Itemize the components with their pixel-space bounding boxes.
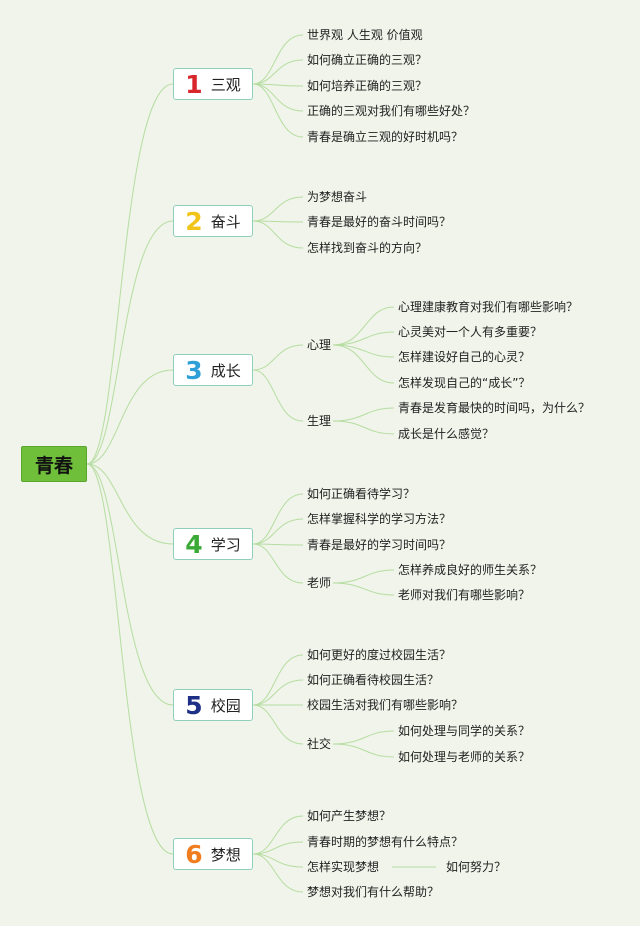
branch-link-6-4 [252,853,304,893]
leaf-3-2-2: 成长是什么感觉？ [398,427,495,441]
sub-link-2-1 [332,407,395,422]
leaf-6-2: 青春时期的梦想有什么特点？ [307,835,464,849]
leaf-1-2: 如何确立正确的三观？ [307,53,428,67]
leaf-4-3: 青春是最好的学习时间吗？ [307,538,452,552]
sub-link-3-2 [332,582,395,596]
leaf-3-2-1: 青春是发育最快的时间吗，为什么？ [398,401,591,415]
root-node[interactable]: 青春 [21,446,87,482]
leaf-6-3: 怎样实现梦想 [307,860,380,874]
leaf-3-1-1: 心理建康教育对我们有哪些影响？ [398,300,579,314]
branch-link-6-2 [252,841,304,855]
branch-label-3: 成长 [210,361,241,380]
branch-link-4-2 [252,518,304,545]
branch-number-2: 2 [185,206,203,236]
branch-label-6: 梦想 [210,845,241,864]
sub-link-1-4 [332,344,395,384]
leaf-1-5: 青春是确立三观的好时机吗？ [307,130,464,144]
sub-link-1-3 [332,344,395,358]
leaf-5-3: 校园生活对我们有哪些影响？ [307,698,464,712]
leaf-1-3: 如何培养正确的三观？ [307,79,428,93]
root-link-4 [86,463,174,545]
branch-node-6[interactable]: 6 梦想 [173,838,253,870]
branch-label-5: 校园 [210,696,241,715]
branch-link-5-4 [252,704,304,745]
branch-label-2: 奋斗 [210,212,241,231]
branch-link-5-1 [252,654,304,706]
branch-node-2[interactable]: 2 奋斗 [173,205,253,237]
leaf-2-2: 青春是最好的奋斗时间吗？ [307,215,452,229]
branch-link-1-2 [252,59,304,85]
branch-link-3-1 [252,344,304,371]
leaf-3-1-2: 心灵美对一个人有多重要？ [398,325,543,339]
branch-node-1[interactable]: 1 三观 [173,68,253,100]
root-link-1 [86,83,174,465]
leaf-4-2: 怎样掌握科学的学习方法？ [307,512,452,526]
branch-link-1-1 [252,34,304,85]
leaf-5-1: 如何更好的度过校园生活？ [307,648,452,662]
sub-link-2-2 [332,420,395,435]
leaf-6-1: 如何产生梦想？ [307,809,392,823]
leaf-1-1: 世界观 人生观 价值观 [307,28,423,42]
leaf-6-4: 梦想对我们有什么帮助？ [307,885,440,899]
branch-number-4: 4 [185,529,203,559]
root-link-2 [86,220,174,465]
branch-link-4-1 [252,493,304,545]
leaf-2-1: 为梦想奋斗 [307,190,368,204]
leaf-4-4-1: 怎样养成良好的师生关系？ [398,563,543,577]
root-link-5 [86,463,174,706]
leaf-5-4-1: 如何处理与同学的关系？ [398,724,531,738]
leaf-4-4-2: 老师对我们有哪些影响？ [398,588,531,602]
sub-link-4-1 [332,730,395,745]
sub-link-3-1 [332,569,395,584]
leaf-3-1-3: 怎样建设好自己的心灵？ [398,350,531,364]
branch-node-4[interactable]: 4 学习 [173,528,253,560]
branch-link-3-2 [252,369,304,422]
sub-link-1-1 [332,306,395,346]
branch-link-2-1 [252,196,304,222]
leaf-1-4: 正确的三观对我们有哪些好处？ [307,104,476,118]
leaf-6-3-1: 如何努力？ [446,860,507,874]
branch-node-3[interactable]: 3 成长 [173,354,253,386]
branch-link-2-3 [252,220,304,249]
branch-number-3: 3 [185,355,203,385]
branch-link-5-2 [252,679,304,706]
group-psychology: 心理 [307,338,332,352]
branch-number-1: 1 [185,69,203,99]
branch-link-1-4 [252,83,304,112]
leaf-5-4-2: 如何处理与老师的关系？ [398,750,531,764]
leaf-4-1: 如何正确看待学习？ [307,487,416,501]
branch-link-4-3 [252,543,304,546]
root-link-6 [86,463,174,855]
leaf-2-3: 怎样找到奋斗的方向？ [307,241,428,255]
sub-link-4-2 [332,743,395,758]
leaf-3-1-4: 怎样发现自己的“成长”？ [398,376,531,390]
root-link-3 [86,369,174,465]
group-social: 社交 [307,737,332,751]
group-teacher: 老师 [307,576,332,590]
sub-link-1-2 [332,331,395,346]
branch-link-4-4 [252,543,304,584]
branch-node-5[interactable]: 5 校园 [173,689,253,721]
group-physiology: 生理 [307,414,332,428]
branch-number-5: 5 [185,690,203,720]
leaf-5-2: 如何正确看待校园生活？ [307,673,440,687]
branch-label-1: 三观 [210,75,241,94]
branch-link-6-1 [252,815,304,855]
branch-label-4: 学习 [210,535,241,554]
branch-link-1-5 [252,83,304,138]
branch-number-6: 6 [185,839,203,869]
